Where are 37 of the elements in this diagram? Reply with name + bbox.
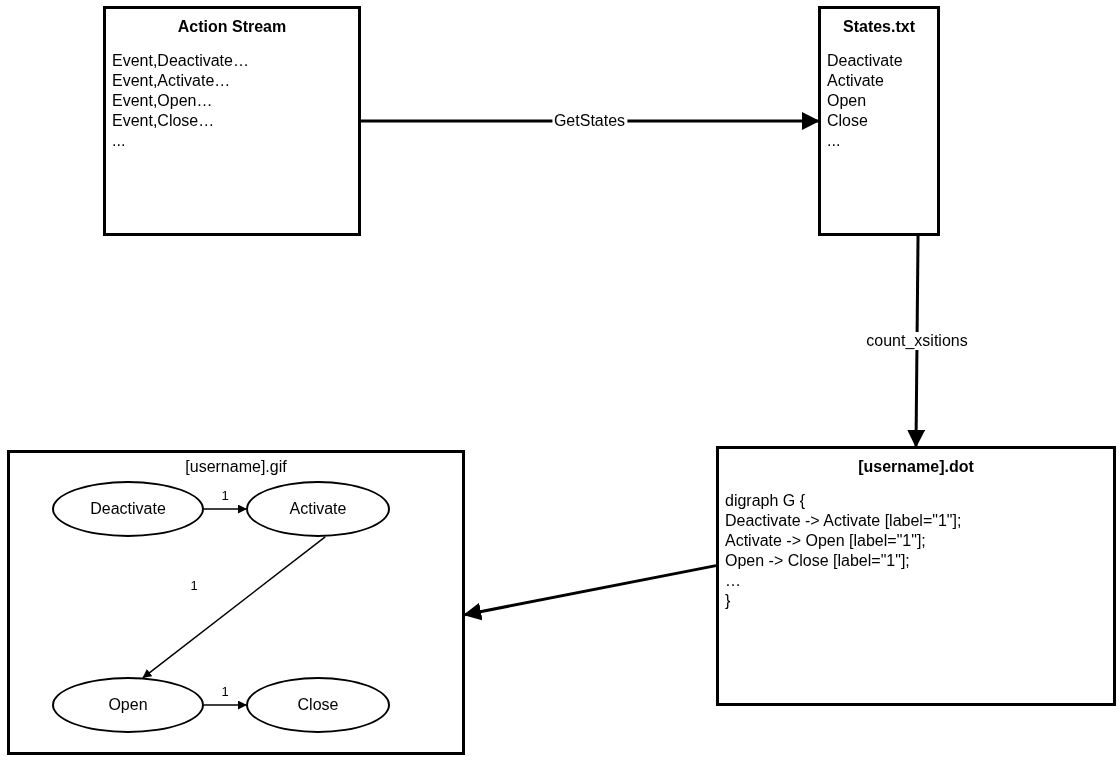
text-line: Open -> Close [label="1"]; bbox=[725, 551, 911, 571]
text-line: Activate bbox=[827, 71, 885, 91]
file-name: [username].gif bbox=[184, 457, 288, 477]
arrow bbox=[142, 536, 326, 679]
text-line: ... bbox=[827, 131, 842, 151]
state-name: Close bbox=[297, 695, 339, 715]
state-name: Activate bbox=[289, 499, 347, 519]
state-name: Deactivate bbox=[90, 499, 166, 519]
text-line: ... bbox=[112, 131, 127, 151]
text-line: Event,Close… bbox=[112, 111, 216, 131]
text-line: Close bbox=[827, 111, 869, 131]
file-box bbox=[716, 446, 1116, 706]
edge-label: 1 bbox=[189, 577, 199, 593]
arrow bbox=[203, 700, 247, 710]
state-name: Open bbox=[108, 695, 148, 715]
file-box bbox=[103, 6, 361, 236]
file-name: States.txt bbox=[842, 17, 916, 37]
arrow bbox=[203, 504, 247, 514]
text-line: Event,Deactivate… bbox=[112, 51, 250, 71]
text-line: Open bbox=[827, 91, 868, 111]
file-box bbox=[818, 6, 940, 236]
file-name: Action Stream bbox=[176, 17, 288, 37]
edge-label: 1 bbox=[220, 683, 230, 699]
text-line: Deactivate -> Activate [label="1"]; bbox=[725, 511, 963, 531]
text-line: Deactivate bbox=[827, 51, 904, 71]
text-line: } bbox=[725, 591, 732, 611]
text-line: digraph G { bbox=[725, 491, 807, 511]
arrow bbox=[907, 236, 926, 448]
arrow bbox=[463, 564, 717, 621]
text-line: Event,Open… bbox=[112, 91, 214, 111]
edge-label: count_xsitions bbox=[864, 332, 970, 350]
text-line: … bbox=[725, 571, 742, 591]
text-line: Event,Activate… bbox=[112, 71, 232, 91]
image-frame bbox=[7, 450, 465, 755]
file-name: [username].dot bbox=[857, 457, 975, 477]
text-line: Activate -> Open [label="1"]; bbox=[725, 531, 927, 551]
edge-label: 1 bbox=[220, 487, 230, 503]
